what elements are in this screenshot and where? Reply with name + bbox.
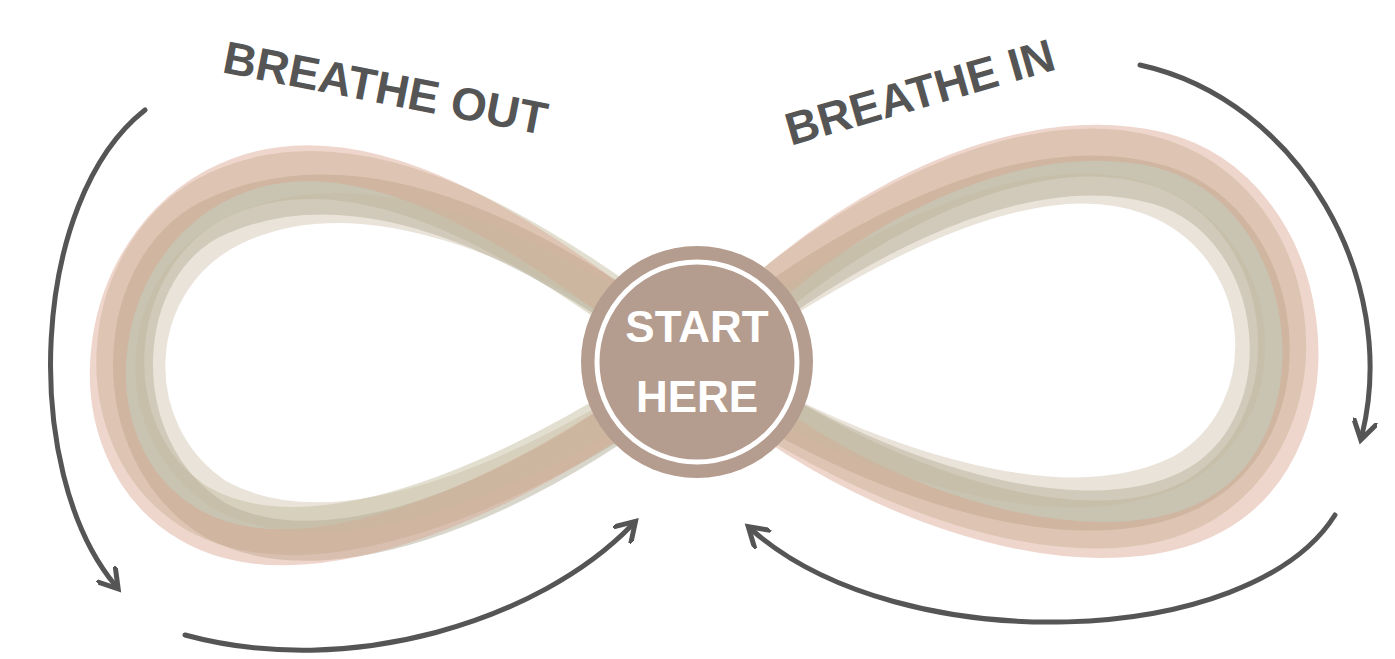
band	[150, 189, 1250, 518]
band	[133, 176, 1270, 541]
infinity-bands	[108, 143, 1301, 547]
node-text: START HERE	[617, 292, 777, 433]
direction-arrows	[51, 65, 1371, 650]
breath-label: BREATHE OUT	[218, 30, 551, 146]
band	[120, 153, 1282, 531]
flow-arrow	[1140, 65, 1370, 435]
circle-outline	[581, 246, 813, 478]
flow-arrow	[752, 515, 1335, 622]
flow-arrow	[51, 110, 145, 585]
band	[108, 143, 1301, 547]
start-circle: START HERE	[581, 246, 813, 478]
flow-arrow	[185, 525, 632, 650]
